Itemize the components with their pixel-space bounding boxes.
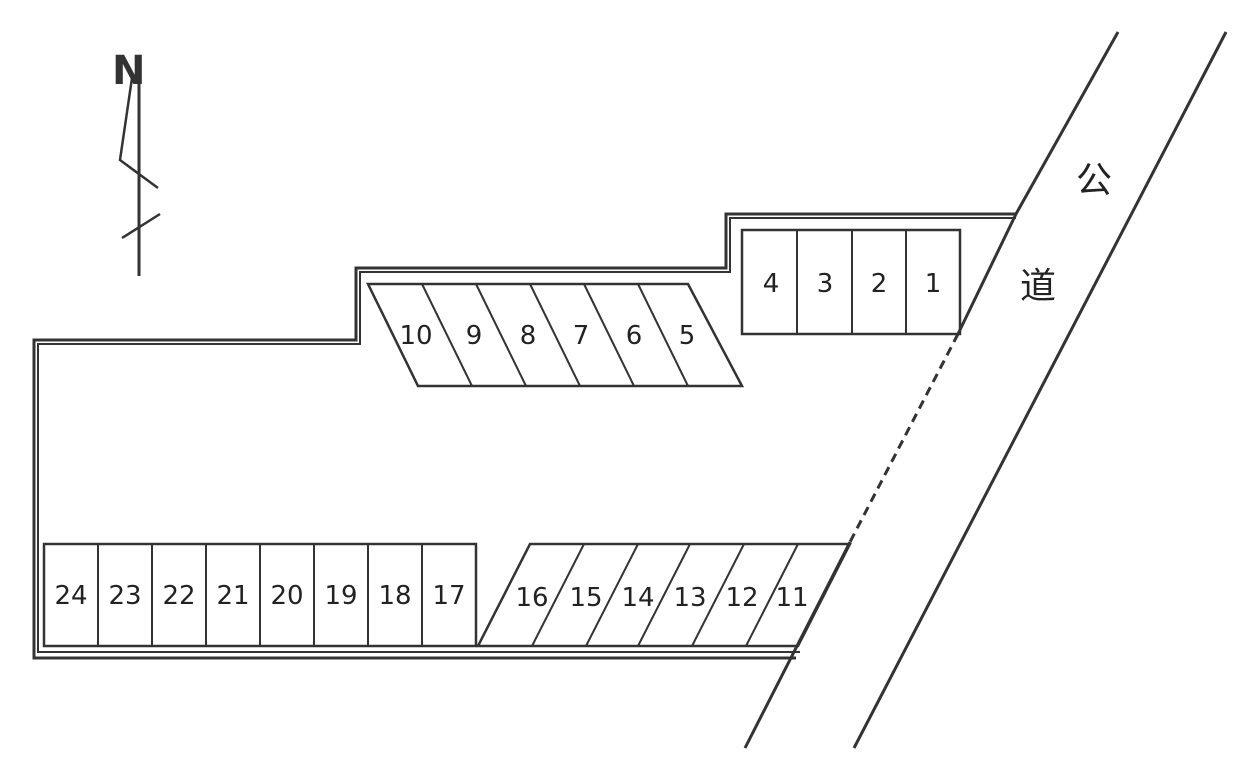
stall-label: 4 [763,269,780,299]
stall-divider [745,543,799,647]
stall-divider [421,283,473,387]
stall-divider [529,283,581,387]
stall-divider [583,283,635,387]
stall-row-c: 24 23 22 21 20 19 18 17 [42,542,478,648]
stall-row-b: 10 9 8 7 6 5 [365,282,745,388]
stall-divider [475,283,527,387]
stall-label: 8 [520,321,537,351]
stall-divider [637,543,691,647]
road-label-1: 公 [1076,160,1112,201]
stall-label: 12 [725,583,758,613]
road-left-edge-top [1014,31,1120,215]
stall-label: 2 [871,269,888,299]
stall-label: 15 [569,583,602,613]
stall-label: 18 [378,581,411,611]
stall-label: 21 [216,581,249,611]
stall-label: 3 [817,269,834,299]
stall-label: 16 [515,583,548,613]
stall-divider [531,543,585,647]
stall-row-b-frame [365,282,745,388]
stall-label: 13 [673,583,706,613]
stall-label: 9 [466,321,483,351]
road-right-edge [852,31,1228,749]
stall-label: 5 [679,321,696,351]
north-arrow-zigzag [118,77,159,190]
stall-label: 23 [108,581,141,611]
lot-boundary-outer [32,212,1016,660]
stall-label: 19 [324,581,357,611]
public-road: 公 道 [743,31,1228,749]
stall-label: 7 [573,321,590,351]
stall-divider [637,283,689,387]
stall-divider [585,543,639,647]
stall-label: 20 [270,581,303,611]
stall-row-d: 16 15 14 13 12 11 [475,542,853,648]
stall-label: 10 [399,321,432,351]
road-entrance-dashed [848,333,960,543]
stall-label: 1 [925,269,942,299]
stall-divider [691,543,745,647]
lot-boundary-inner [37,217,1016,653]
north-arrow: N [112,48,161,276]
stall-row-a: 4 3 2 1 [740,228,962,336]
stall-label: 14 [621,583,654,613]
north-arrow-tick [121,212,161,240]
stall-label: 17 [432,581,465,611]
road-left-edge-upper [956,213,1018,335]
stall-label: 22 [162,581,195,611]
road-label-2: 道 [1020,266,1056,307]
stall-label: 6 [626,321,643,351]
stall-label: 24 [54,581,87,611]
stall-label: 11 [775,583,808,613]
lot-boundary [32,212,1016,660]
